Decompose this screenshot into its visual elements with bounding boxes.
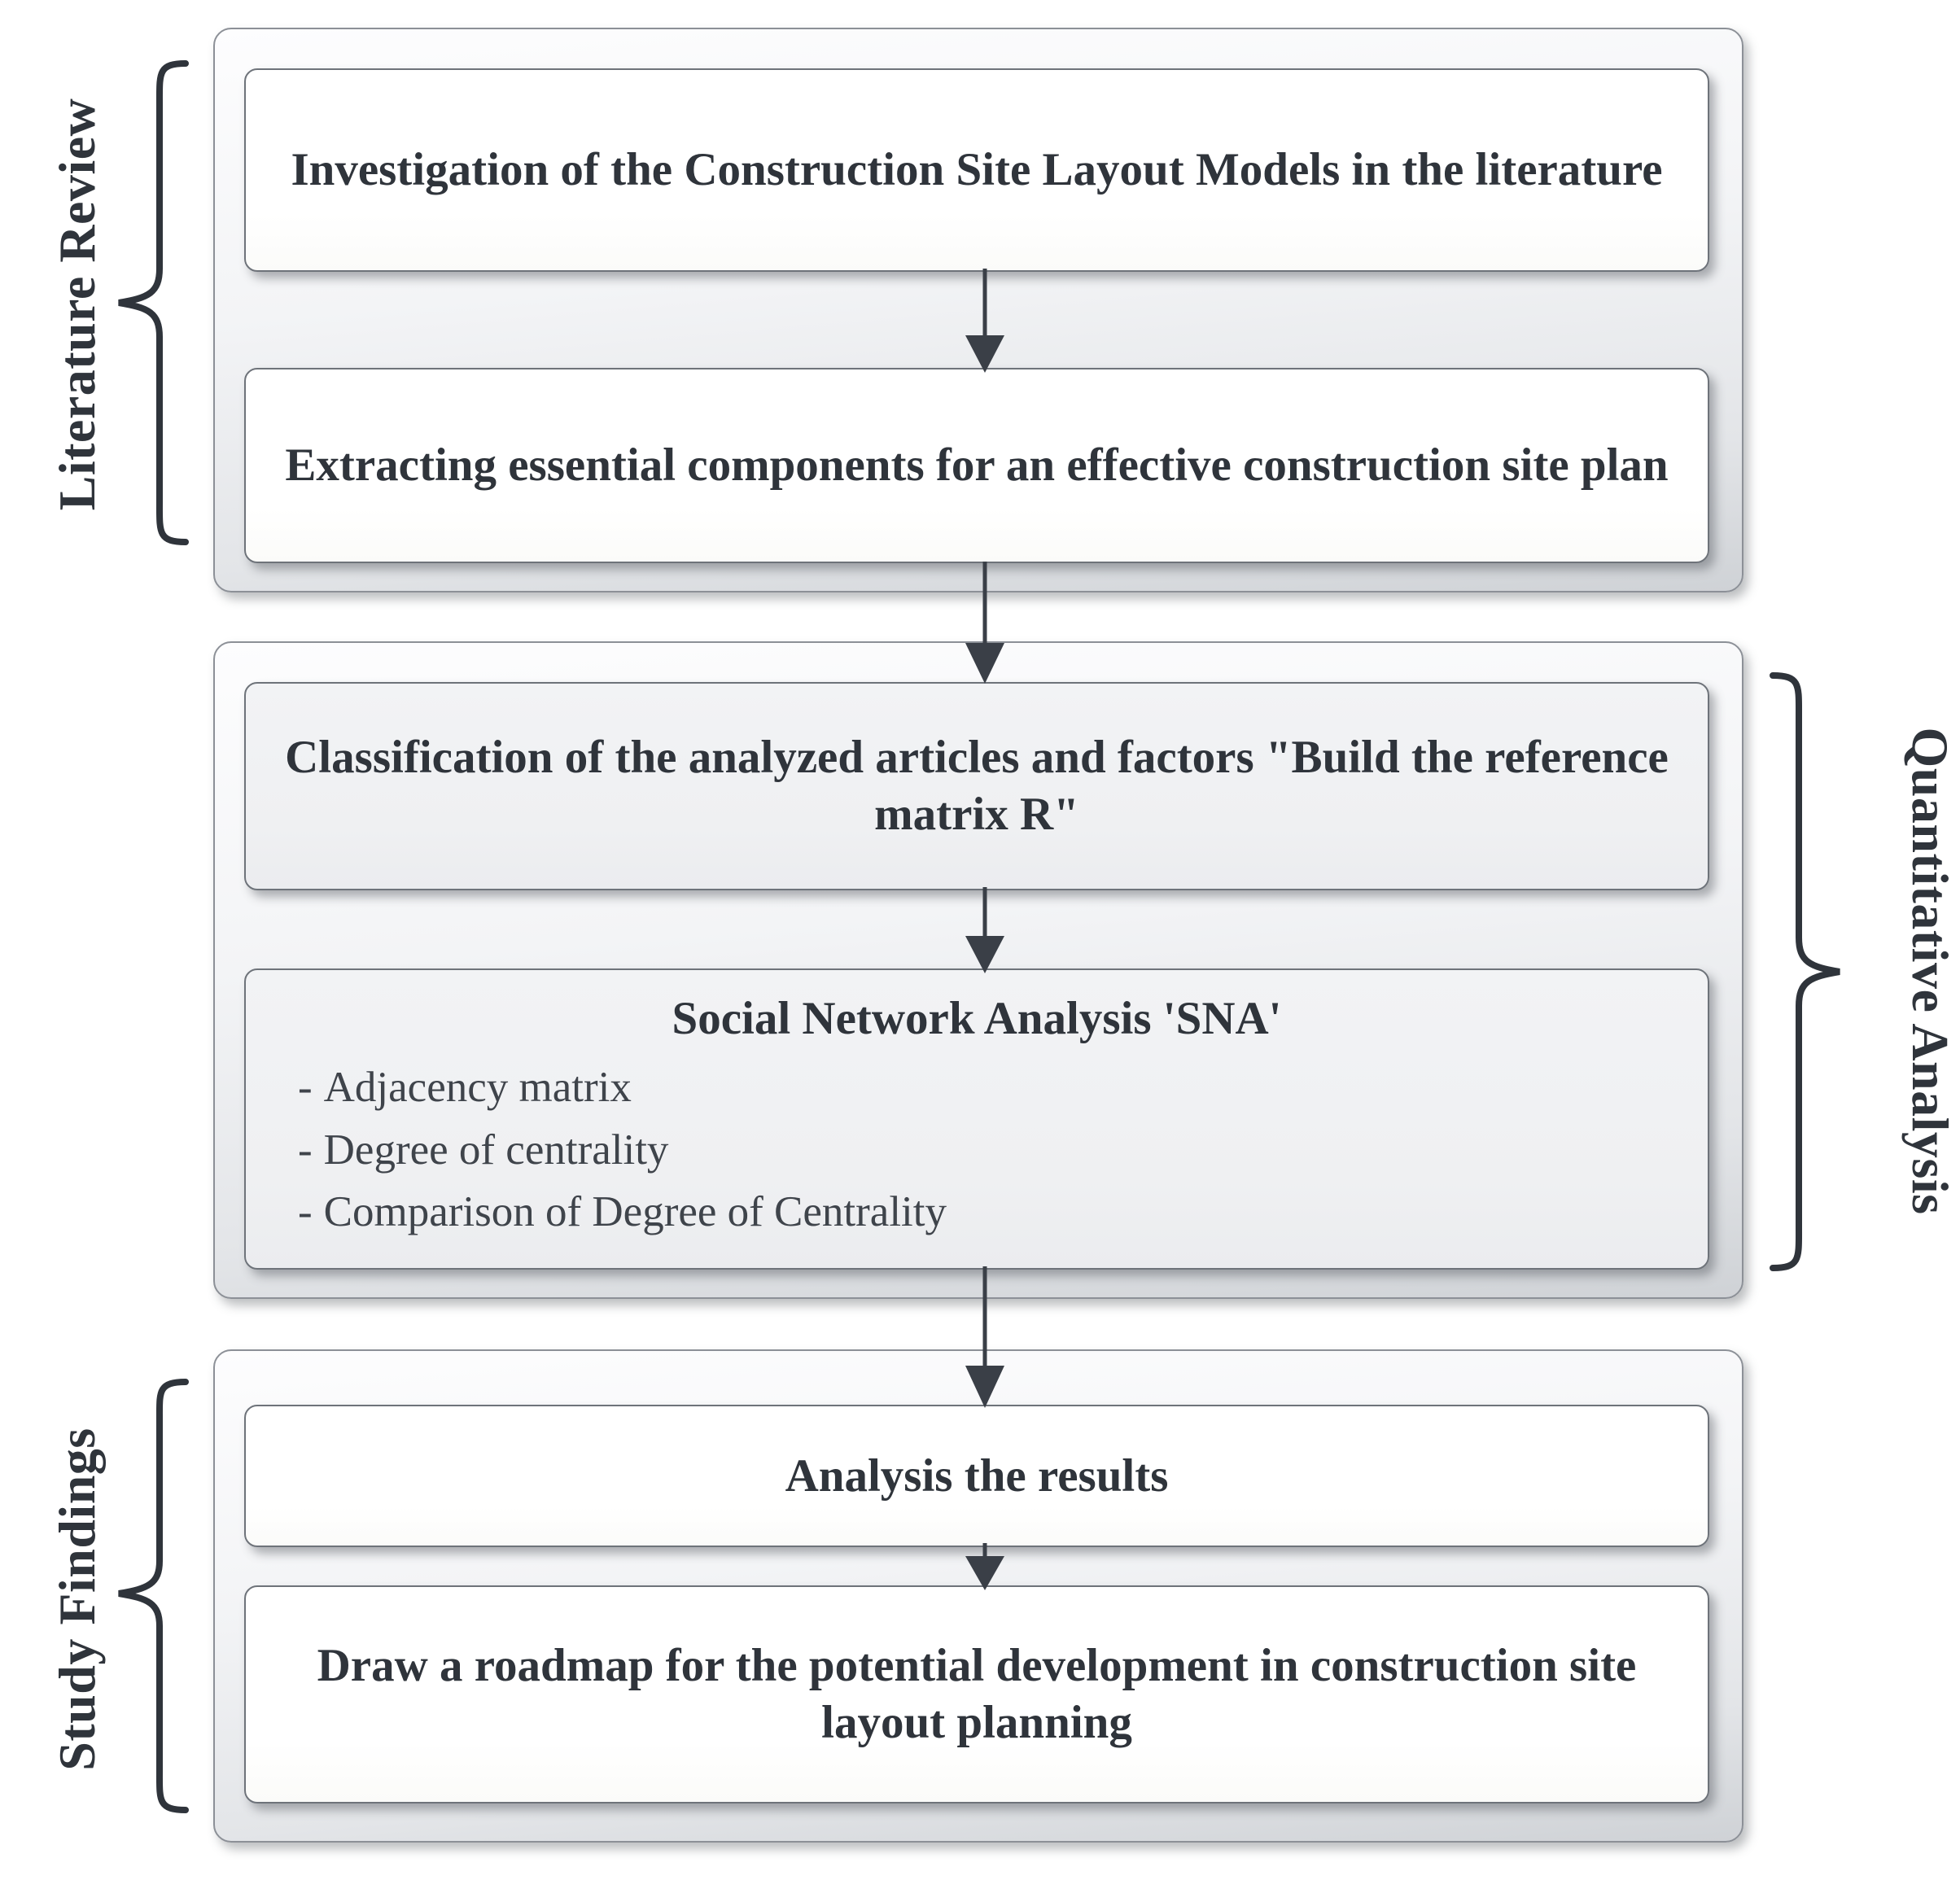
bullet-dash: -	[298, 1126, 313, 1174]
list-item: -Comparison of Degree of Centrality	[298, 1181, 1683, 1243]
node-text: Social Network Analysis 'SNA'	[672, 993, 1282, 1044]
brace-study-findings	[101, 1377, 190, 1815]
arrow-literature-to-quantitative	[965, 562, 1004, 684]
phase-label-text: Quantitative Analysis	[1901, 727, 1959, 1215]
node-step-classification: Classification of the analyzed articles …	[244, 682, 1709, 890]
phase-label-literature-review: Literature Review	[47, 44, 107, 565]
arrow-investigation-to-extracting	[965, 269, 1004, 373]
node-step-investigation: Investigation of the Construction Site L…	[244, 68, 1709, 272]
node-text: Draw a roadmap for the potential develop…	[317, 1640, 1637, 1748]
node-step-analysis-results: Analysis the results	[244, 1405, 1709, 1547]
arrow-classification-to-sna	[965, 887, 1004, 973]
node-step-extracting: Extracting essential components for an e…	[244, 368, 1709, 563]
list-item-label: Adjacency matrix	[323, 1064, 632, 1112]
list-item: -Degree of centrality	[298, 1119, 1683, 1181]
node-step-sna: Social Network Analysis 'SNA' -Adjacency…	[244, 968, 1709, 1270]
node-text: Classification of the analyzed articles …	[285, 732, 1669, 840]
node-text: Analysis the results	[785, 1449, 1169, 1502]
node-text: Investigation of the Construction Site L…	[291, 144, 1663, 196]
node-step-roadmap: Draw a roadmap for the potential develop…	[244, 1585, 1709, 1803]
sna-bullet-list: -Adjacency matrix -Degree of centrality …	[270, 1056, 1683, 1243]
phase-label-quantitative-analysis: Quantitative Analysis	[1900, 662, 1960, 1280]
phase-label-text: Literature Review	[48, 98, 106, 511]
phase-label-text: Study Findings	[48, 1427, 106, 1771]
node-text: Extracting essential components for an e…	[285, 439, 1669, 492]
list-item-label: Comparison of Degree of Centrality	[323, 1188, 947, 1236]
arrow-results-to-roadmap	[965, 1543, 1004, 1590]
bullet-dash: -	[298, 1188, 313, 1236]
list-item: -Adjacency matrix	[298, 1056, 1683, 1118]
brace-quantitative-analysis	[1768, 671, 1857, 1273]
list-item-label: Degree of centrality	[323, 1126, 669, 1174]
bullet-dash: -	[298, 1064, 313, 1112]
arrow-quantitative-to-findings	[965, 1266, 1004, 1408]
brace-literature-review	[101, 59, 190, 547]
phase-label-study-findings: Study Findings	[47, 1363, 107, 1835]
